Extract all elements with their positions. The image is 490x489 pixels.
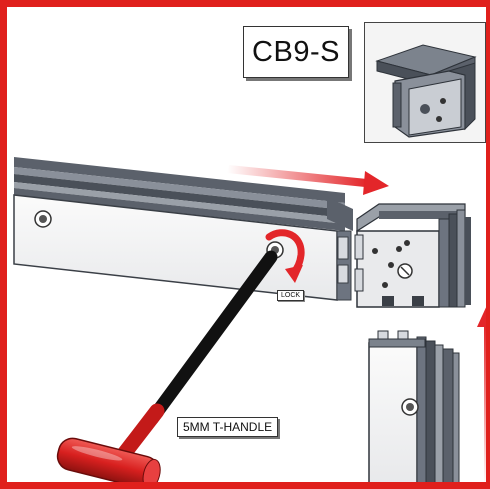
red-motion-arrow-icon <box>477 307 486 482</box>
tool-label: 5MM T-HANDLE <box>177 417 279 437</box>
bracket-thumbnail <box>364 22 486 143</box>
lock-label: LOCK <box>277 290 305 301</box>
curved-rotate-arrow-icon <box>265 229 305 283</box>
screw-icon <box>34 210 52 228</box>
corner-bracket <box>354 203 471 308</box>
model-label: CB9-S <box>243 26 349 78</box>
vertical-profile <box>368 330 460 482</box>
assembly-illustration <box>13 157 486 482</box>
bracket-thumbnail-image <box>375 44 477 138</box>
t-handle-tool <box>56 250 278 482</box>
screw-icon <box>401 398 419 416</box>
red-motion-arrow-icon <box>227 165 389 195</box>
